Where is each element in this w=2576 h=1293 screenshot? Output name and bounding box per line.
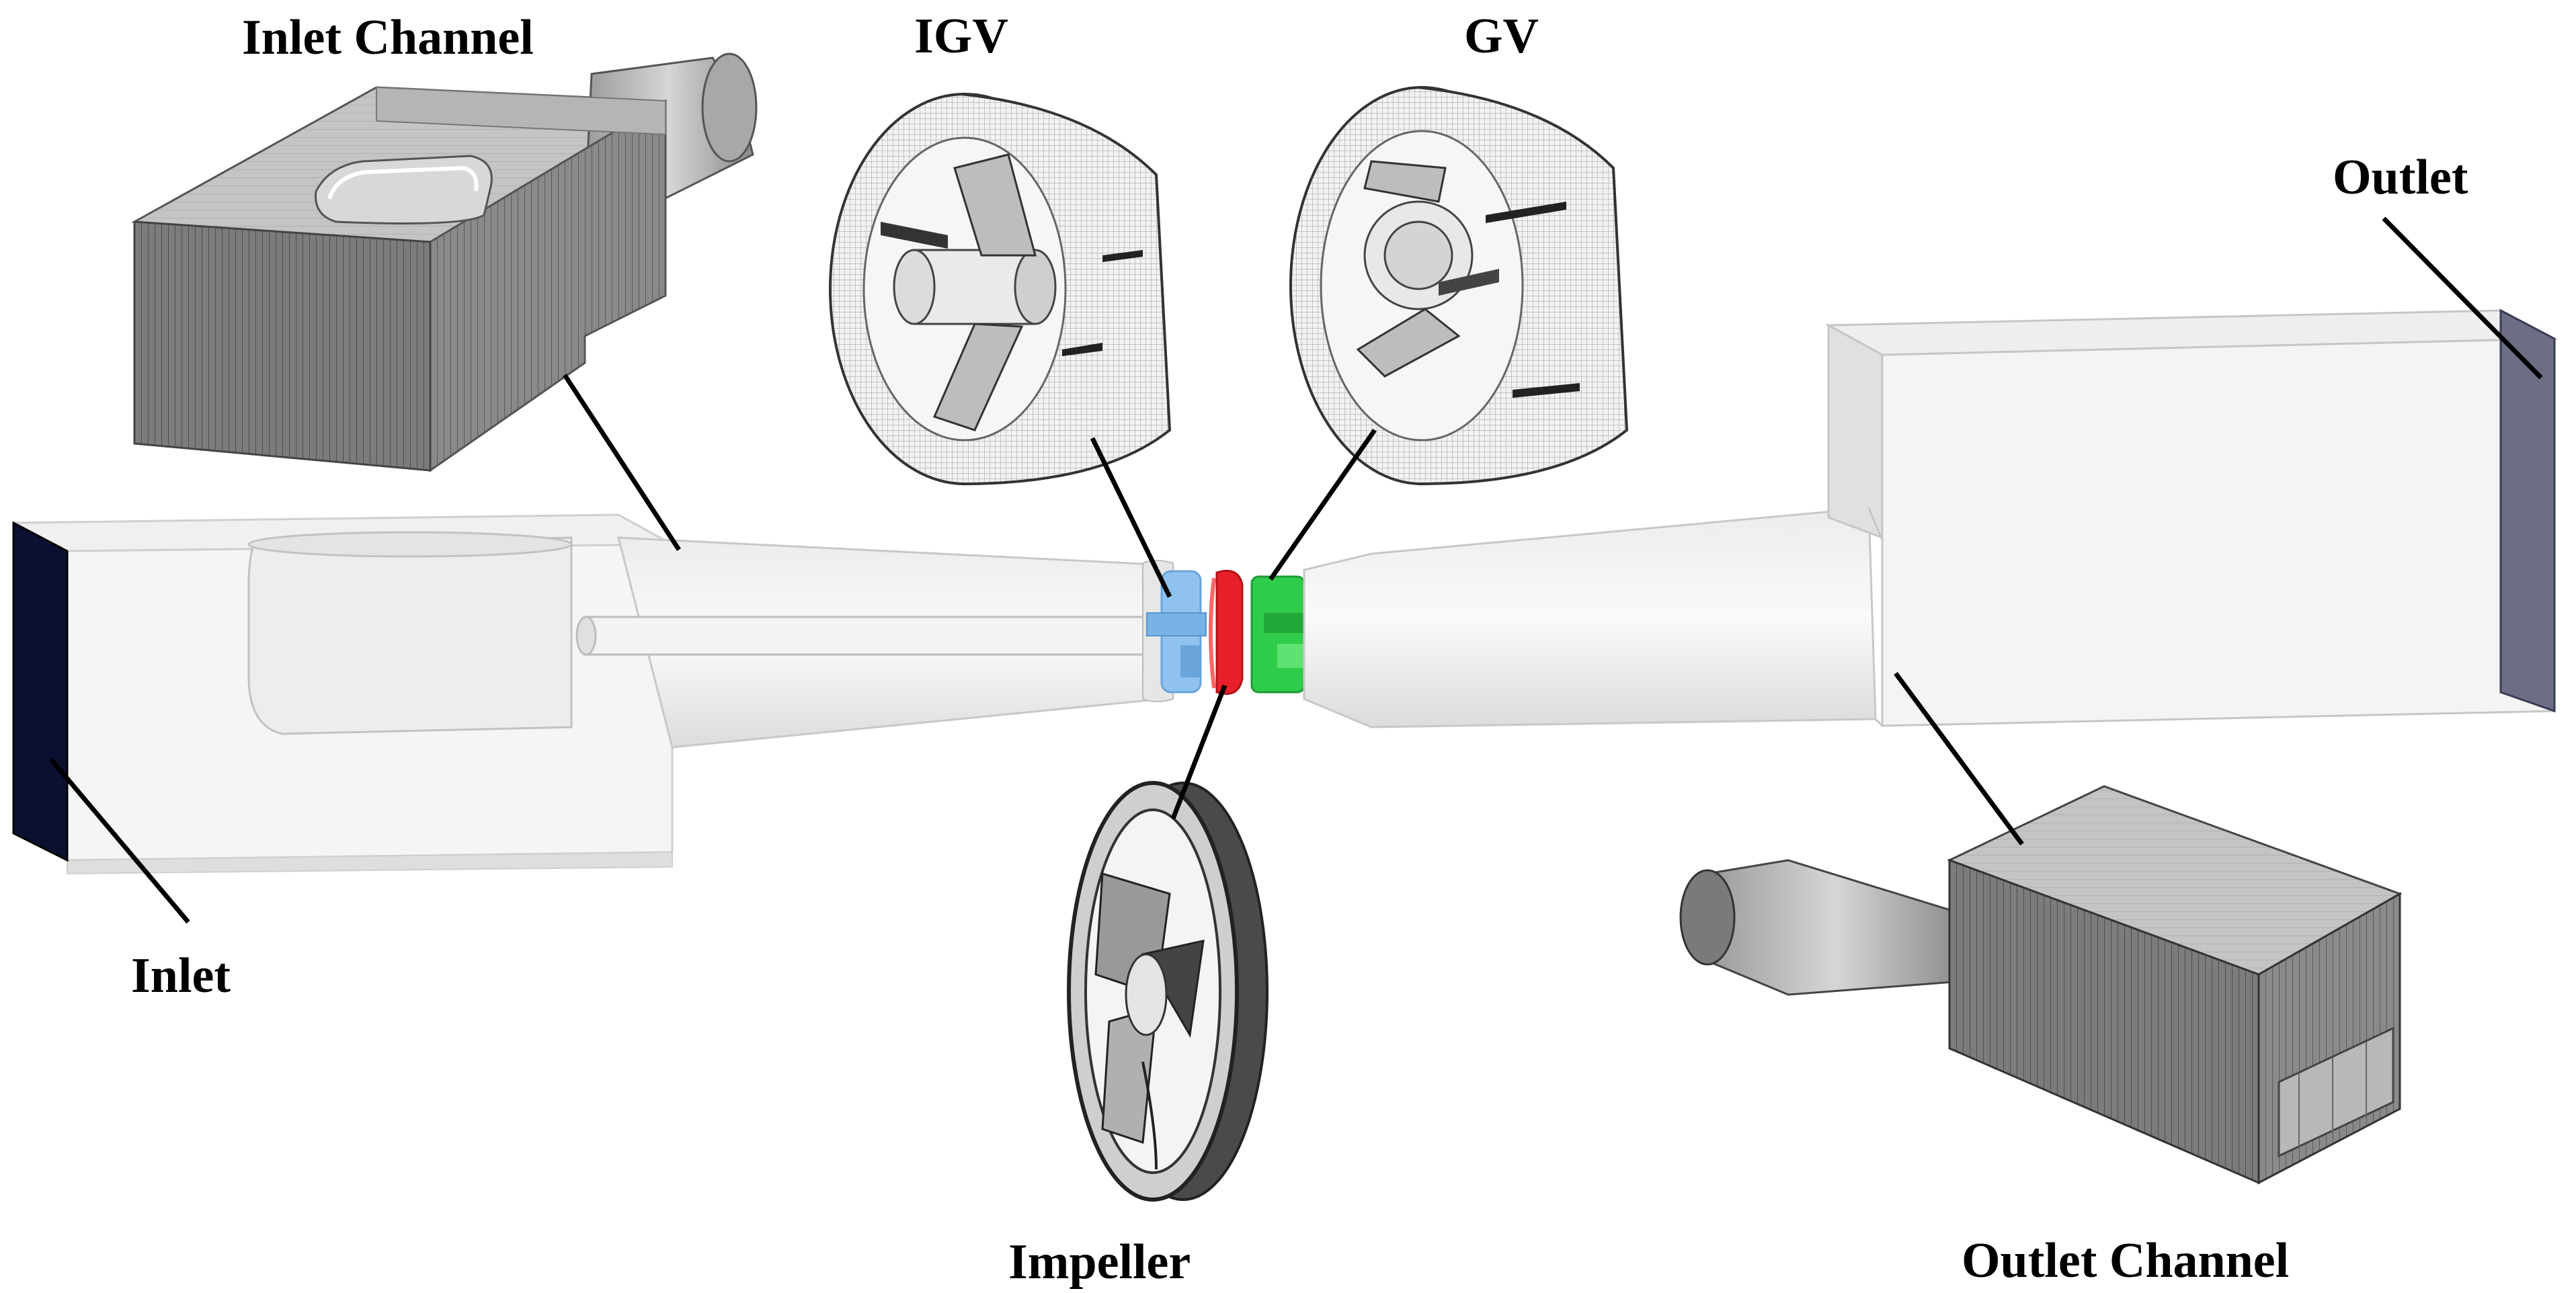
inlet-face <box>12 521 69 862</box>
label-inlet: Inlet <box>131 948 231 1003</box>
igv-region <box>1146 570 1207 694</box>
outlet-conduit <box>1303 507 1877 728</box>
outlet-box <box>1824 309 2559 727</box>
leader-impeller <box>1170 684 1227 820</box>
leader-inlet-channel <box>563 374 681 551</box>
leader-outlet-channel <box>1894 671 2024 846</box>
gv-region <box>1250 575 1305 694</box>
outlet-channel-mesh <box>1679 785 2403 1185</box>
label-impeller: Impeller <box>1008 1235 1191 1290</box>
inlet-box <box>12 513 676 875</box>
leader-outlet <box>2382 216 2543 380</box>
inlet-channel-mesh <box>130 52 758 472</box>
pump-shaft <box>575 616 1178 656</box>
igv-mesh <box>829 93 1172 485</box>
label-igv: IGV <box>914 9 1008 64</box>
impeller-mesh <box>1067 781 1269 1202</box>
leader-inlet <box>49 757 190 924</box>
main-flow-passage <box>12 308 2559 875</box>
label-gv: GV <box>1464 9 1539 64</box>
impeller-region <box>1209 569 1244 695</box>
label-outlet: Outlet <box>2333 150 2468 205</box>
label-inlet-channel: Inlet Channel <box>242 10 534 65</box>
leader-igv <box>1090 437 1172 598</box>
leader-lines <box>49 216 2543 924</box>
label-outlet-channel: Outlet Channel <box>1962 1233 2289 1288</box>
gv-mesh <box>1289 86 1629 485</box>
leader-gv <box>1269 428 1377 581</box>
outlet-face <box>2499 308 2556 713</box>
